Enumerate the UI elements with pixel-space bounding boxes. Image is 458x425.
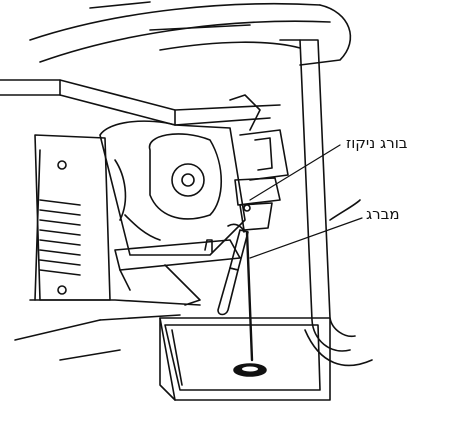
frame-top-handle xyxy=(29,1,352,66)
callout-leaders xyxy=(249,144,363,259)
drain-pan xyxy=(159,317,331,401)
alternator-housing xyxy=(34,134,111,301)
carburetor xyxy=(234,177,281,231)
leader-screwdriver xyxy=(249,217,363,259)
frame-base xyxy=(14,239,241,361)
fuel-tank-top xyxy=(0,79,281,126)
drain-screw-label: בורג ניקוז xyxy=(346,134,408,152)
frame-right-tube xyxy=(279,39,373,367)
leader-drain-screw xyxy=(249,144,341,201)
oil-stream xyxy=(233,230,267,377)
screwdriver-label: מברג xyxy=(366,205,400,223)
screwdriver xyxy=(217,223,249,316)
